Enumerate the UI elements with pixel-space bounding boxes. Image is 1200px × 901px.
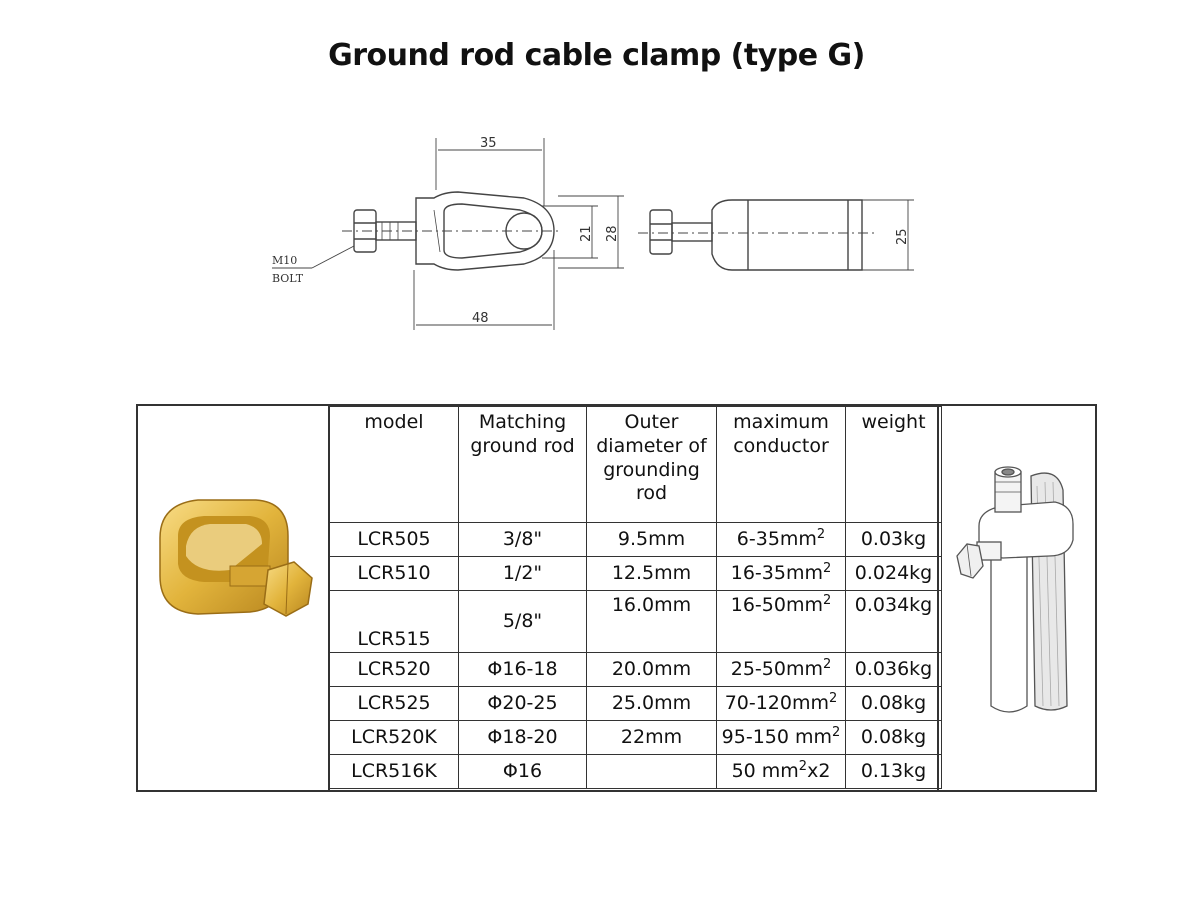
cell-weight: 0.13kg (845, 754, 942, 789)
clamp-dimension-drawing: 35 48 21 28 25 M10 BOLT (272, 136, 914, 330)
cell-weight: 0.03kg (845, 522, 942, 557)
cell-conductor: 16-50mm2 (716, 590, 846, 653)
cell-model: LCR520K (329, 720, 459, 755)
cell-rod: Φ20-25 (458, 686, 587, 721)
cell-model: LCR520 (329, 652, 459, 687)
clamp-installation-sketch (956, 466, 1074, 713)
table-row: LCR520K Φ18-20 22mm 95-150 mm2 0.08kg (329, 720, 942, 755)
cell-diameter: 16.0mm (586, 590, 717, 653)
clamp-body-outline (415, 191, 555, 271)
cell-conductor: 95-150 mm2 (716, 720, 846, 755)
dim-25: 25 (895, 228, 910, 245)
table-row: LCR520 Φ16-18 20.0mm 25-50mm2 0.036kg (329, 652, 942, 687)
cell-rod: 3/8" (458, 522, 587, 557)
page-title: Ground rod cable clamp (type G) (328, 38, 865, 73)
bolt-label-m10: M10 (272, 254, 297, 267)
dim-48: 48 (472, 311, 489, 326)
cell-weight: 0.024kg (845, 556, 942, 591)
cell-model: LCR515 (329, 590, 459, 653)
cell-diameter (586, 754, 717, 789)
cell-rod: 1/2" (458, 556, 587, 591)
cell-weight: 0.08kg (845, 686, 942, 721)
cell-model: LCR505 (329, 522, 459, 557)
table-row: LCR505 3/8" 9.5mm 6-35mm2 0.03kg (329, 522, 942, 557)
bolt-shank-right (671, 222, 713, 242)
table-row: LCR510 1/2" 12.5mm 16-35mm2 0.024kg (329, 556, 942, 591)
table-row: LCR516K Φ16 50 mm2x2 0.13kg (329, 754, 942, 789)
cell-conductor: 6-35mm2 (716, 522, 846, 557)
cell-conductor: 50 mm2x2 (716, 754, 846, 789)
header-maximum-conductor: maximum conductor (716, 406, 846, 523)
header-matching-ground-rod: Matching ground rod (458, 406, 587, 523)
header-weight: weight (845, 406, 942, 523)
cell-weight: 0.036kg (845, 652, 942, 687)
product-photo-cell (138, 406, 330, 790)
dim-28: 28 (605, 225, 620, 242)
dim-21: 21 (579, 225, 594, 242)
cell-model: LCR516K (329, 754, 459, 789)
cell-diameter: 12.5mm (586, 556, 717, 591)
spec-table-block: model Matching ground rod Outer diameter… (136, 404, 1097, 792)
cell-diameter: 20.0mm (586, 652, 717, 687)
technical-drawing: 35 48 21 28 25 M10 BOLT (262, 130, 942, 350)
header-model: model (329, 406, 459, 523)
dim-35: 35 (480, 136, 497, 151)
cell-rod: Φ16-18 (458, 652, 587, 687)
cell-conductor: 16-35mm2 (716, 556, 846, 591)
cell-rod: 5/8" (458, 590, 587, 653)
brass-clamp-image (159, 499, 313, 617)
bolt-hex-right (649, 209, 673, 255)
cell-diameter: 22mm (586, 720, 717, 755)
clamp-side-body (711, 199, 863, 271)
cell-conductor: 25-50mm2 (716, 652, 846, 687)
cell-diameter: 25.0mm (586, 686, 717, 721)
spec-table: model Matching ground rod Outer diameter… (329, 406, 942, 789)
cell-weight: 0.08kg (845, 720, 942, 755)
cell-diameter: 9.5mm (586, 522, 717, 557)
installation-sketch-cell (937, 406, 1097, 790)
table-row: LCR515 5/8" 16.0mm 16-50mm2 0.034kg (329, 590, 942, 653)
cell-weight: 0.034kg (845, 590, 942, 653)
cell-conductor: 70-120mm2 (716, 686, 846, 721)
cell-rod: Φ18-20 (458, 720, 587, 755)
cell-model: LCR525 (329, 686, 459, 721)
header-outer-diameter: Outer diameter of grounding rod (586, 406, 717, 523)
cell-rod: Φ16 (458, 754, 587, 789)
table-row: LCR525 Φ20-25 25.0mm 70-120mm2 0.08kg (329, 686, 942, 721)
cell-model: LCR510 (329, 556, 459, 591)
bolt-label-bolt: BOLT (272, 272, 304, 285)
